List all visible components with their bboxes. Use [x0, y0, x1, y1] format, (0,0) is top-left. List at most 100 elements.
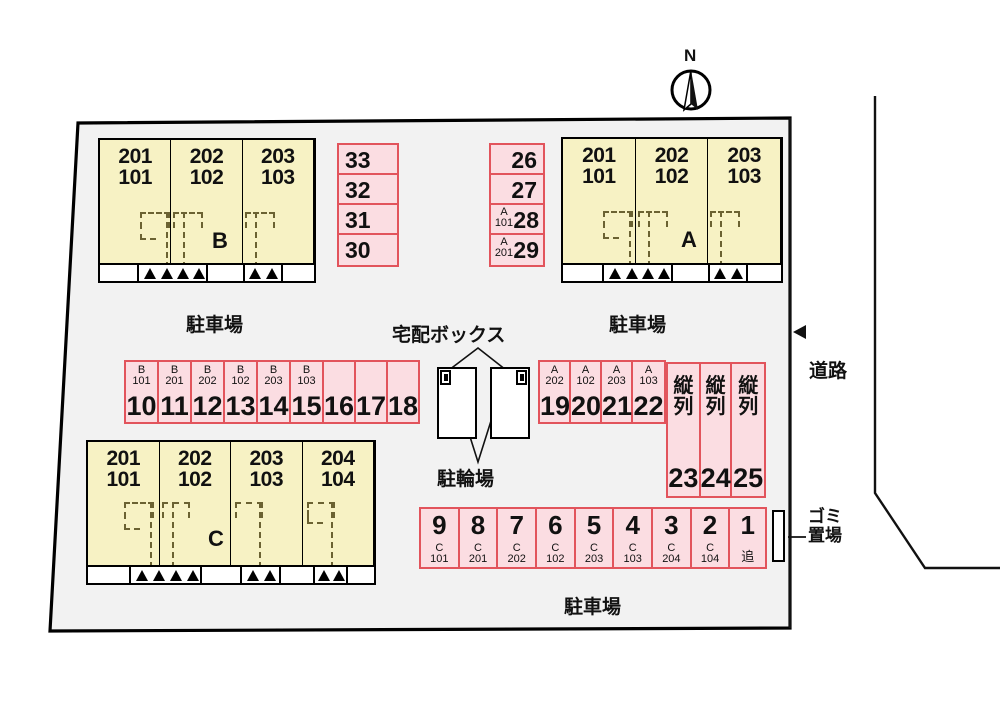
parking-block-middle-row-b: B 101 10 B 201 11 B 202 12 B 102 13	[124, 360, 420, 424]
balcony-cell	[281, 567, 315, 583]
parking-space-22[interactable]: A 103 22	[633, 362, 664, 422]
parking-space-28[interactable]: A 101 28	[491, 205, 543, 236]
parking-number: 28	[513, 207, 539, 234]
parking-space-11[interactable]: B 201 11	[159, 362, 192, 422]
parking-space-31[interactable]: 31	[339, 205, 397, 236]
parking-space-23[interactable]: 縦列 23	[668, 364, 701, 496]
parking-space-17[interactable]: 17	[356, 362, 388, 422]
parking-assign-building: C	[435, 542, 444, 554]
balcony-stair-cell	[604, 265, 673, 281]
balcony-stair-cell	[139, 265, 208, 281]
parking-assign-room: 101	[494, 217, 514, 230]
parking-space-25[interactable]: 縦列 25	[732, 364, 764, 496]
stair-dash-icon	[619, 211, 631, 267]
stair-dash-icon	[244, 212, 275, 228]
delivery-box-right-icon	[516, 370, 527, 385]
parking-assign-room: 102	[576, 375, 595, 387]
balcony-cell	[748, 265, 781, 281]
parking-assign-room: 102	[231, 375, 250, 387]
stair-dash-icon	[245, 212, 257, 268]
parking-space-8[interactable]: 8 C 201	[459, 509, 499, 567]
parking-space-12[interactable]: B 202 12	[192, 362, 225, 422]
unit-b-201-101: 201 101	[100, 140, 172, 268]
parking-space-24[interactable]: 縦列 24	[700, 364, 733, 496]
balcony-cell	[673, 265, 711, 281]
parking-assign-building: B	[236, 364, 245, 376]
stair-arrow-icon	[332, 570, 345, 581]
stair-arrow-icon	[161, 268, 174, 279]
parking-space-21[interactable]: A 203 21	[602, 362, 634, 422]
bicycle-parking-label: 駐輪場	[437, 469, 495, 490]
balcony-stair-cell	[131, 567, 203, 583]
parking-number: 10	[126, 391, 157, 421]
parking-assign-building: B	[302, 364, 311, 376]
parking-number: 19	[540, 391, 571, 421]
parking-space-2[interactable]: 2 C 104	[691, 509, 731, 567]
balcony-stair-cell	[245, 265, 283, 281]
parking-block-middle-row-a: A 202 19 A 102 20 A 203 21 A 103 22	[538, 360, 666, 424]
parking-space-16[interactable]: 16	[324, 362, 356, 422]
parking-number: 13	[225, 391, 256, 421]
parking-assign-room: 201	[165, 375, 184, 387]
building-c: 201 101 202 102 203 103 204	[86, 440, 376, 568]
parking-number: 23	[668, 463, 699, 493]
stair-arrow-icon	[170, 570, 183, 581]
stair-dash-icon	[603, 211, 619, 239]
stair-dash-icon	[140, 212, 156, 240]
parking-space-7[interactable]: 7 C 202	[498, 509, 538, 567]
parking-number: 3	[664, 510, 679, 540]
stair-dash-icon	[173, 212, 186, 268]
parking-number: 26	[511, 147, 537, 173]
parking-number: 21	[602, 391, 633, 421]
parking-space-6[interactable]: 6 C 102	[537, 509, 576, 567]
parking-space-5[interactable]: 5 C 203	[575, 509, 615, 567]
unit-a-201-101: 201 101	[563, 139, 636, 267]
parking-space-13[interactable]: B 102 13	[225, 362, 258, 422]
unit-lower-label: 101	[118, 166, 152, 190]
unit-lower-label: 101	[582, 165, 616, 189]
parking-assign-building: C	[512, 542, 521, 554]
balcony-stair-cell	[315, 567, 349, 583]
parking-number: 4	[625, 510, 640, 540]
building-a-balcony-strip	[561, 263, 783, 283]
parking-space-29[interactable]: A 201 29	[491, 235, 543, 265]
parking-space-20[interactable]: A 102 20	[571, 362, 603, 422]
parking-space-27[interactable]: 27	[491, 175, 543, 206]
parking-assign-building: A	[550, 364, 559, 376]
parking-assign-building: B	[269, 364, 278, 376]
parking-label-bottom: 駐車場	[564, 597, 622, 618]
parking-assign-building: B	[203, 364, 212, 376]
stair-arrow-icon	[153, 570, 166, 581]
parking-assign-room: 202	[545, 375, 564, 387]
parking-space-26[interactable]: 26	[491, 145, 543, 176]
parking-assign-room: 101	[430, 553, 449, 565]
parking-space-10[interactable]: B 101 10	[126, 362, 159, 422]
parking-space-4[interactable]: 4 C 103	[614, 509, 654, 567]
parking-block-bottom-row: 9 C 101 8 C 201 7 C 202 6 C 102	[419, 507, 767, 569]
parking-assign-room: 203	[607, 375, 626, 387]
parking-number: 20	[571, 391, 602, 421]
stair-dash-icon	[638, 211, 650, 267]
parking-space-3[interactable]: 3 C 204	[653, 509, 692, 567]
parking-space-18[interactable]: 18	[388, 362, 418, 422]
stair-arrow-icon	[249, 268, 262, 279]
unit-lower-label: 103	[249, 468, 284, 492]
parking-space-1[interactable]: 1 追	[730, 509, 766, 567]
tandem-label: 縦列	[705, 375, 726, 418]
parking-space-30[interactable]: 30	[339, 235, 397, 265]
unit-lower-label: 103	[727, 165, 761, 189]
parking-space-33[interactable]: 33	[339, 145, 397, 176]
parking-space-15[interactable]: B 103 15	[291, 362, 324, 422]
building-letter-b: B	[212, 228, 228, 253]
balcony-cell	[563, 265, 605, 281]
parking-assign-extra: 追	[741, 549, 755, 564]
building-b: 201 101 202 102 203 103 B	[98, 138, 316, 268]
parking-space-14[interactable]: B 203 14	[258, 362, 291, 422]
stair-dash-icon	[161, 502, 190, 518]
parking-number: 6	[548, 510, 563, 540]
parking-space-19[interactable]: A 202 19	[540, 362, 572, 422]
unit-c-204-104: 204 104	[303, 442, 374, 568]
parking-number: 16	[324, 391, 355, 421]
parking-space-32[interactable]: 32	[339, 175, 397, 206]
parking-space-9[interactable]: 9 C 101	[421, 509, 460, 567]
